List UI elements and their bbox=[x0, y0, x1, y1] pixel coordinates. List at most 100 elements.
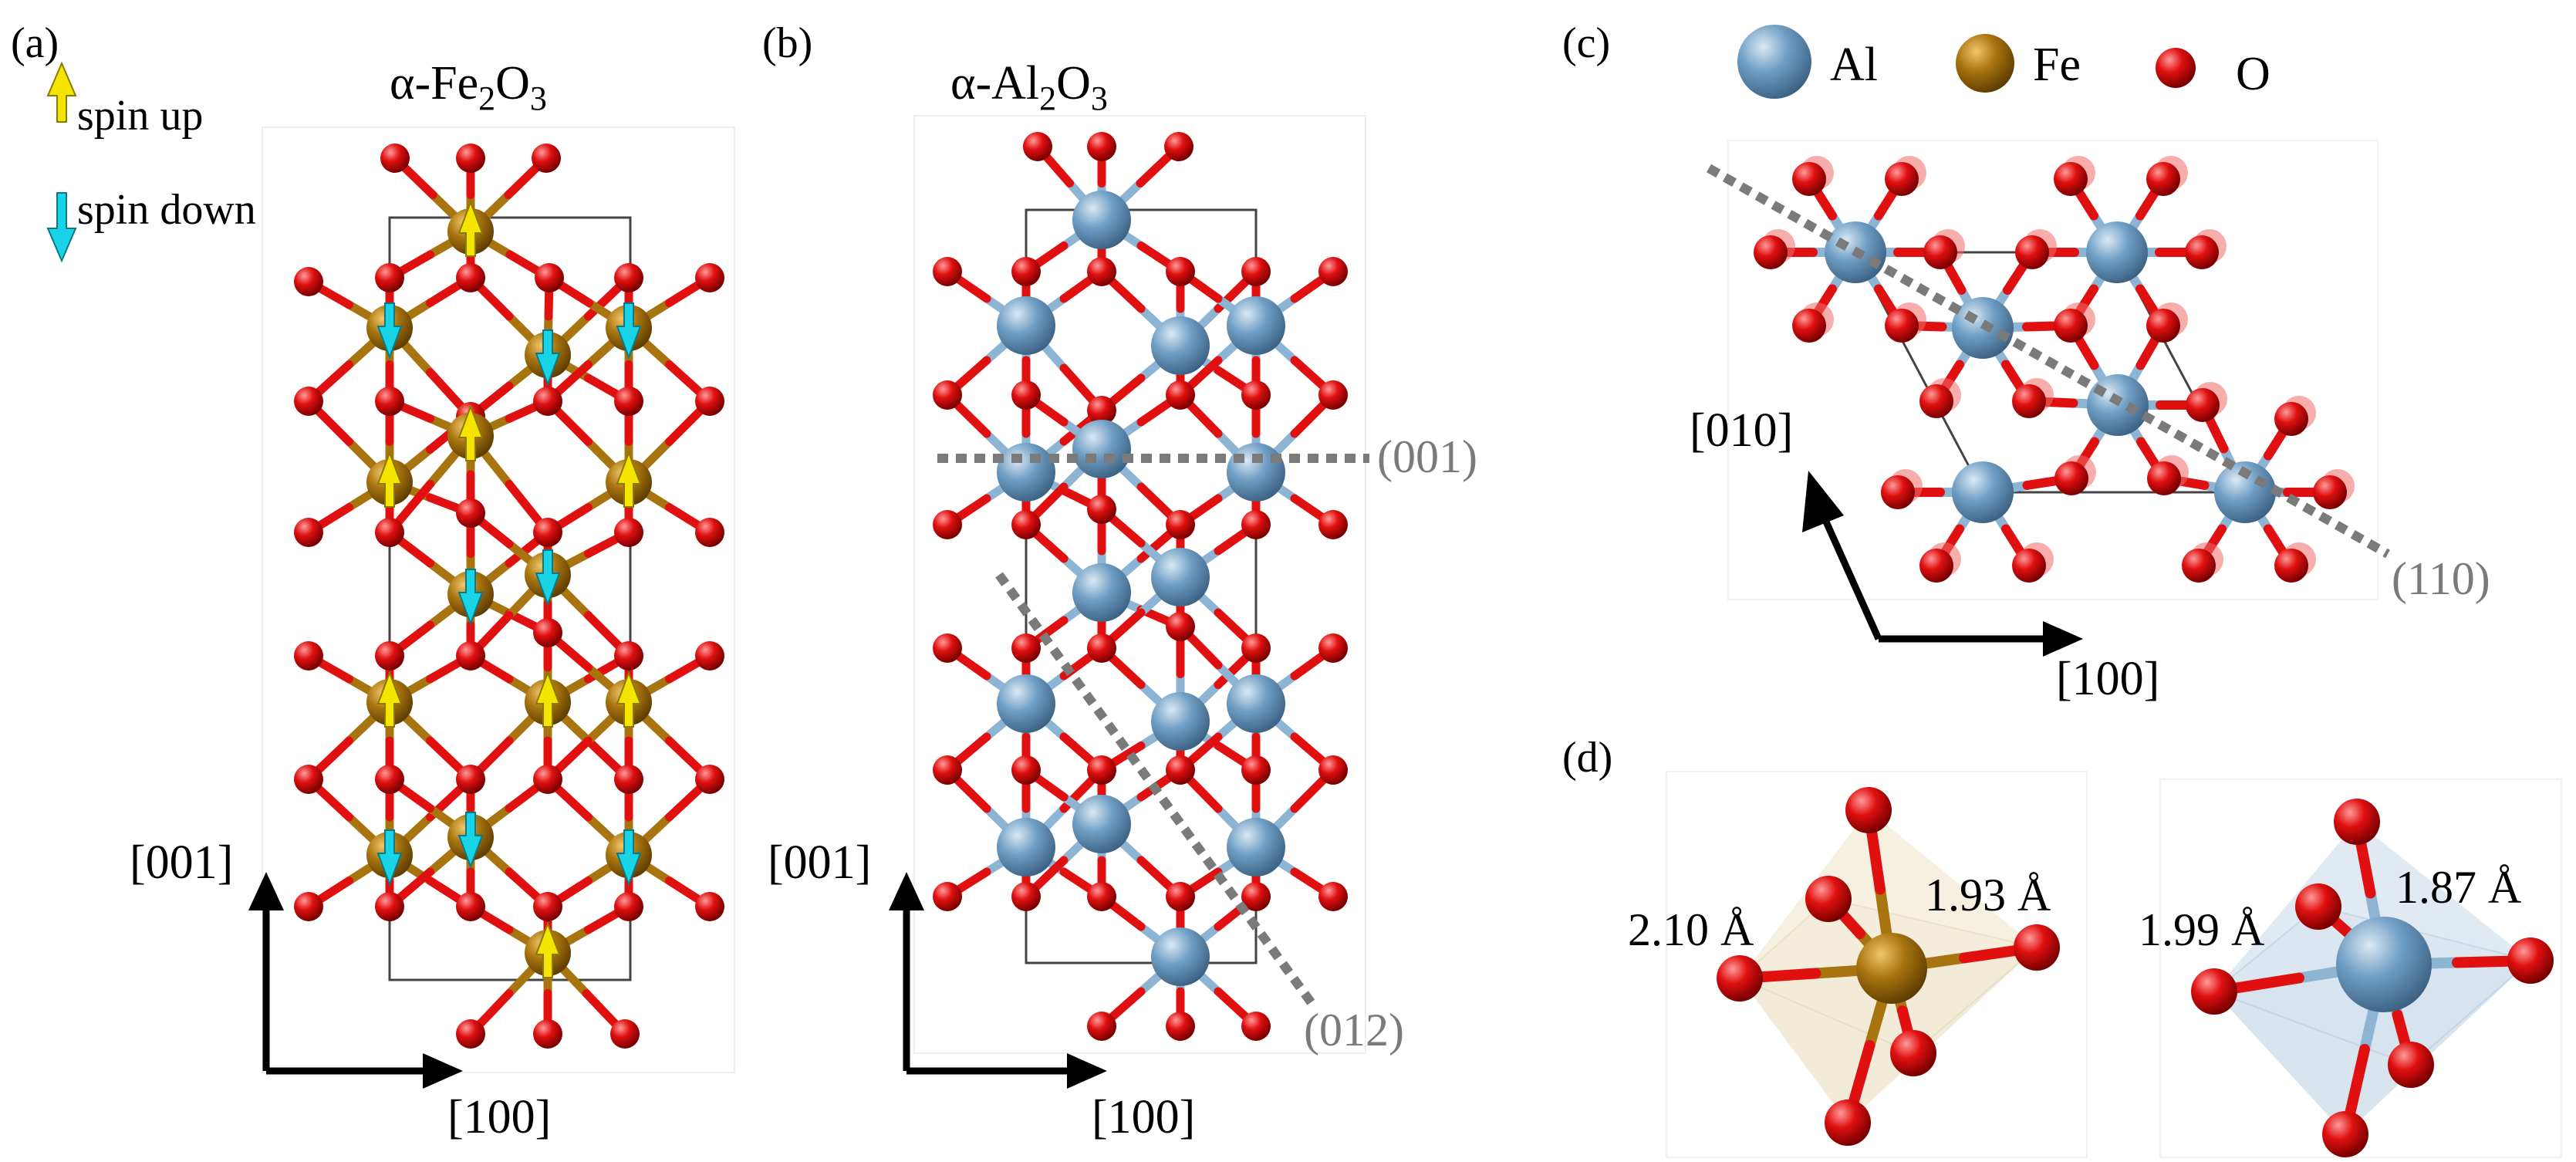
o-atom bbox=[614, 765, 643, 794]
o-atom bbox=[1792, 309, 1826, 343]
o-atom-icon bbox=[2156, 48, 2196, 88]
o-atom bbox=[2185, 235, 2219, 269]
o-atom bbox=[695, 263, 724, 292]
o-atom bbox=[610, 1019, 640, 1049]
o-atom bbox=[1011, 380, 1041, 410]
plane-012-label: (012) bbox=[1304, 1005, 1404, 1056]
o-atom bbox=[2014, 924, 2060, 971]
o-atom bbox=[614, 387, 643, 416]
o-atom bbox=[1087, 132, 1116, 161]
o-atom bbox=[1166, 1012, 1195, 1041]
o-atom bbox=[1241, 257, 1271, 286]
o-atom bbox=[1805, 876, 1852, 922]
o-atom bbox=[933, 257, 962, 286]
o-atom bbox=[533, 387, 562, 416]
o-atom bbox=[294, 765, 323, 794]
o-atom bbox=[2012, 384, 2046, 418]
legend-al-label: Al bbox=[1830, 39, 1878, 91]
al-atom bbox=[1227, 674, 1285, 733]
o-atom bbox=[2388, 1042, 2434, 1088]
o-atom bbox=[1166, 380, 1195, 410]
spin-down-arrow-icon bbox=[616, 302, 642, 360]
panel-a: (a) α-Fe2O3 spin up spin down [001] [100… bbox=[11, 19, 735, 1143]
o-atom bbox=[1318, 510, 1348, 539]
o-atom bbox=[1919, 549, 1953, 583]
o-atom bbox=[695, 765, 724, 794]
o-atom bbox=[2054, 309, 2088, 343]
axes-c: [010] [100] bbox=[1690, 404, 2159, 705]
spin-up-arrow-icon bbox=[616, 451, 642, 508]
fe2o3-lattice bbox=[294, 144, 724, 1049]
o-atom bbox=[1890, 1030, 1936, 1076]
o-atom bbox=[533, 765, 562, 794]
al-atom-icon bbox=[1737, 25, 1811, 99]
o-atom bbox=[375, 765, 404, 794]
o-atom bbox=[2334, 799, 2380, 845]
spin-up-label: spin up bbox=[77, 92, 203, 140]
o-atom bbox=[1087, 882, 1116, 911]
o-atom bbox=[1166, 257, 1195, 286]
spin-down-arrow-icon bbox=[457, 569, 484, 626]
al-atom bbox=[1072, 420, 1131, 478]
o-atom bbox=[614, 518, 643, 547]
o-atom bbox=[535, 263, 564, 292]
o-atom bbox=[294, 518, 323, 547]
al-atom bbox=[997, 443, 1055, 502]
fe-atom-icon bbox=[1956, 34, 2014, 93]
spin-arrows bbox=[376, 200, 642, 978]
o-atom bbox=[2507, 937, 2554, 984]
al-octahedron: 1.99 Å 1.87 Å bbox=[2139, 779, 2562, 1158]
axis-label-100: [100] bbox=[2056, 653, 2159, 705]
panel-b-label: (b) bbox=[762, 19, 812, 67]
o-atom bbox=[1923, 235, 1957, 269]
o-atom bbox=[933, 510, 962, 539]
spin-up-arrow-icon bbox=[46, 61, 77, 123]
o-atom bbox=[1166, 612, 1195, 641]
al-atom bbox=[1072, 795, 1131, 853]
o-atom bbox=[2322, 1111, 2368, 1157]
axis-label-010: [010] bbox=[1690, 404, 1793, 457]
o-atom bbox=[1011, 882, 1041, 911]
axis-label-001: [001] bbox=[768, 836, 871, 889]
o-atom bbox=[375, 641, 404, 671]
al-atom bbox=[1227, 443, 1285, 502]
spin-down-arrow-icon bbox=[376, 829, 403, 887]
o-atom bbox=[614, 263, 643, 292]
al-atom bbox=[997, 674, 1055, 733]
legend-o-label: O bbox=[2236, 48, 2270, 100]
o-atom bbox=[1166, 510, 1195, 539]
panel-d: (d) 2.10 Å 1.93 Å 1.99 Å 1.87 Å bbox=[1562, 734, 2562, 1158]
o-atom bbox=[1241, 882, 1271, 911]
unit-cell-b bbox=[1025, 208, 1258, 964]
o-atom bbox=[1881, 475, 1915, 509]
o-atom bbox=[533, 618, 562, 647]
spin-down-label: spin down bbox=[77, 186, 256, 234]
o-atom bbox=[1318, 257, 1348, 286]
o-atom bbox=[614, 641, 643, 671]
al2o3-lattice bbox=[933, 132, 1348, 1041]
o-atom bbox=[380, 144, 410, 173]
spin-up-arrow-icon bbox=[457, 404, 484, 461]
o-atom bbox=[1011, 633, 1041, 663]
arrowhead-icon bbox=[1067, 1053, 1107, 1089]
o-atom bbox=[695, 387, 724, 416]
o-atom bbox=[375, 263, 404, 292]
o-atom bbox=[533, 518, 562, 547]
al-atom bbox=[1227, 296, 1285, 355]
arrowhead-icon bbox=[2043, 621, 2083, 657]
o-atom bbox=[533, 1019, 562, 1049]
o-atom bbox=[2012, 549, 2046, 583]
o-atom bbox=[933, 755, 962, 785]
spin-down-arrow-icon bbox=[535, 329, 561, 387]
o-atom bbox=[1825, 1100, 1871, 1146]
spin-up-arrow-icon bbox=[535, 921, 561, 978]
o-atom bbox=[1754, 235, 1788, 269]
panel-a-frame bbox=[262, 127, 735, 1073]
o-atom bbox=[375, 892, 404, 921]
arrowhead-icon bbox=[1802, 471, 1844, 532]
o-atom bbox=[456, 765, 485, 794]
o-atom bbox=[1919, 384, 1953, 418]
o-atom bbox=[1318, 633, 1348, 663]
al-atom bbox=[1227, 818, 1285, 877]
